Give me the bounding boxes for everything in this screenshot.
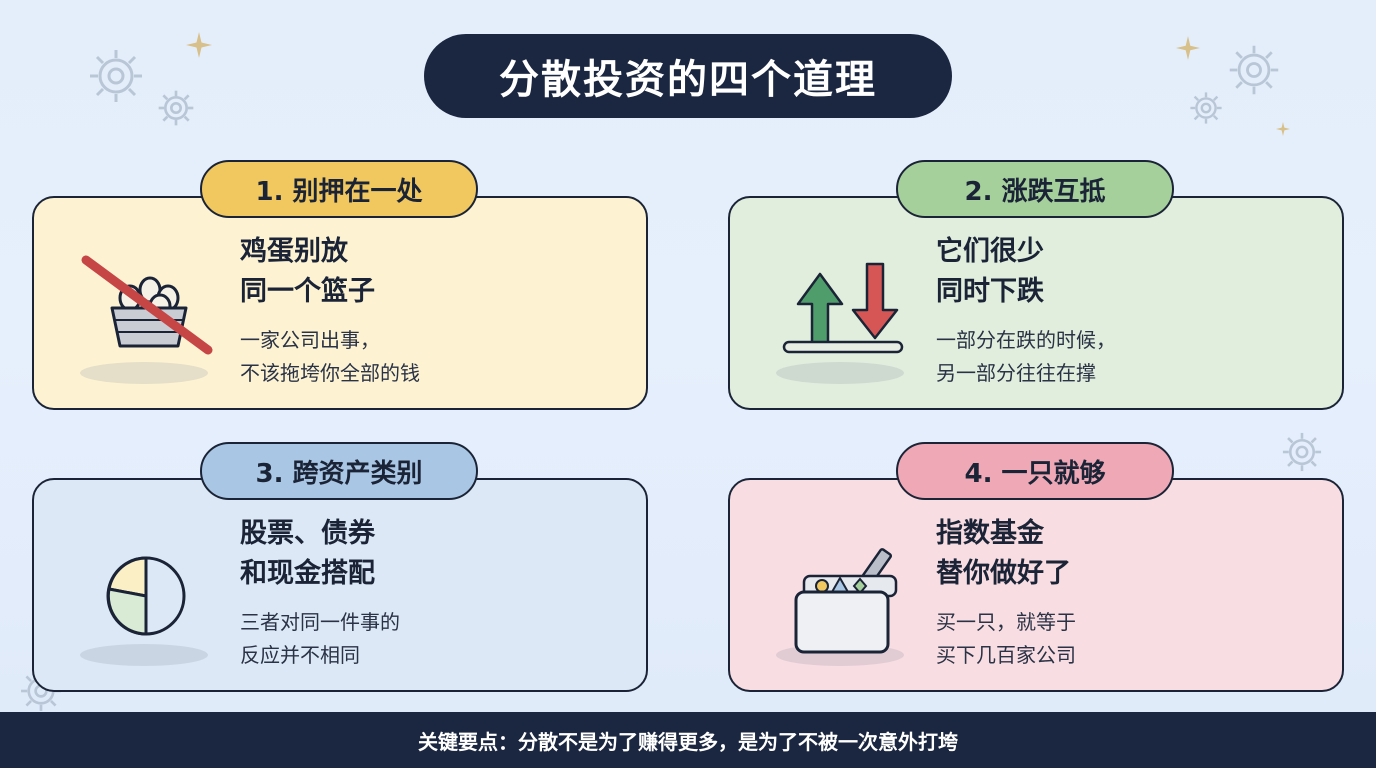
sparkle-icon [1176, 36, 1200, 60]
card-tag-4: 4. 一只就够 [896, 442, 1174, 500]
key-takeaway-bar: 关键要点：分散不是为了赚得更多，是为了不被一次意外打垮 [0, 712, 1376, 768]
gear-icon [1190, 92, 1222, 124]
card-tag-1: 1. 别押在一处 [200, 160, 478, 218]
card-diversify-baskets: 鸡蛋别放 同一个篮子 一家公司出事， 不该拖垮你全部的钱 [32, 196, 648, 410]
up-down-arrows-icon [782, 262, 904, 354]
card-heading: 指数基金 替你做好了 [936, 518, 1071, 589]
gear-icon [158, 90, 194, 126]
pie-chart-icon [106, 556, 186, 636]
crossed-out-egg-basket-icon [81, 255, 213, 355]
card-asset-classes: 股票、债券 和现金搭配 三者对同一件事的 反应并不相同 [32, 478, 648, 692]
card-index-fund: 指数基金 替你做好了 买一只，就等于 买下几百家公司 [728, 478, 1344, 692]
fund-box-icon [794, 548, 898, 654]
card-tag-2: 2. 涨跌互抵 [896, 160, 1174, 218]
gear-icon [1229, 45, 1279, 95]
card-heading: 鸡蛋别放 同一个篮子 [240, 236, 375, 307]
sparkle-icon [1276, 122, 1290, 136]
gear-icon [1282, 432, 1322, 472]
card-offsetting-moves: 它们很少 同时下跌 一部分在跌的时候， 另一部分往往在撑 [728, 196, 1344, 410]
gear-icon [90, 50, 142, 102]
card-description: 一部分在跌的时候， 另一部分往往在撑 [936, 328, 1116, 385]
card-heading: 股票、债券 和现金搭配 [240, 518, 375, 589]
card-tag-3: 3. 跨资产类别 [200, 442, 478, 500]
key-takeaway-text: 关键要点：分散不是为了赚得更多，是为了不被一次意外打垮 [418, 729, 958, 754]
card-heading: 它们很少 同时下跌 [936, 236, 1044, 307]
card-description: 三者对同一件事的 反应并不相同 [240, 610, 400, 667]
sparkle-icon [186, 32, 212, 58]
page-title: 分散投资的四个道理 [424, 34, 952, 118]
card-description: 一家公司出事， 不该拖垮你全部的钱 [240, 328, 420, 385]
card-description: 买一只，就等于 买下几百家公司 [936, 610, 1076, 667]
